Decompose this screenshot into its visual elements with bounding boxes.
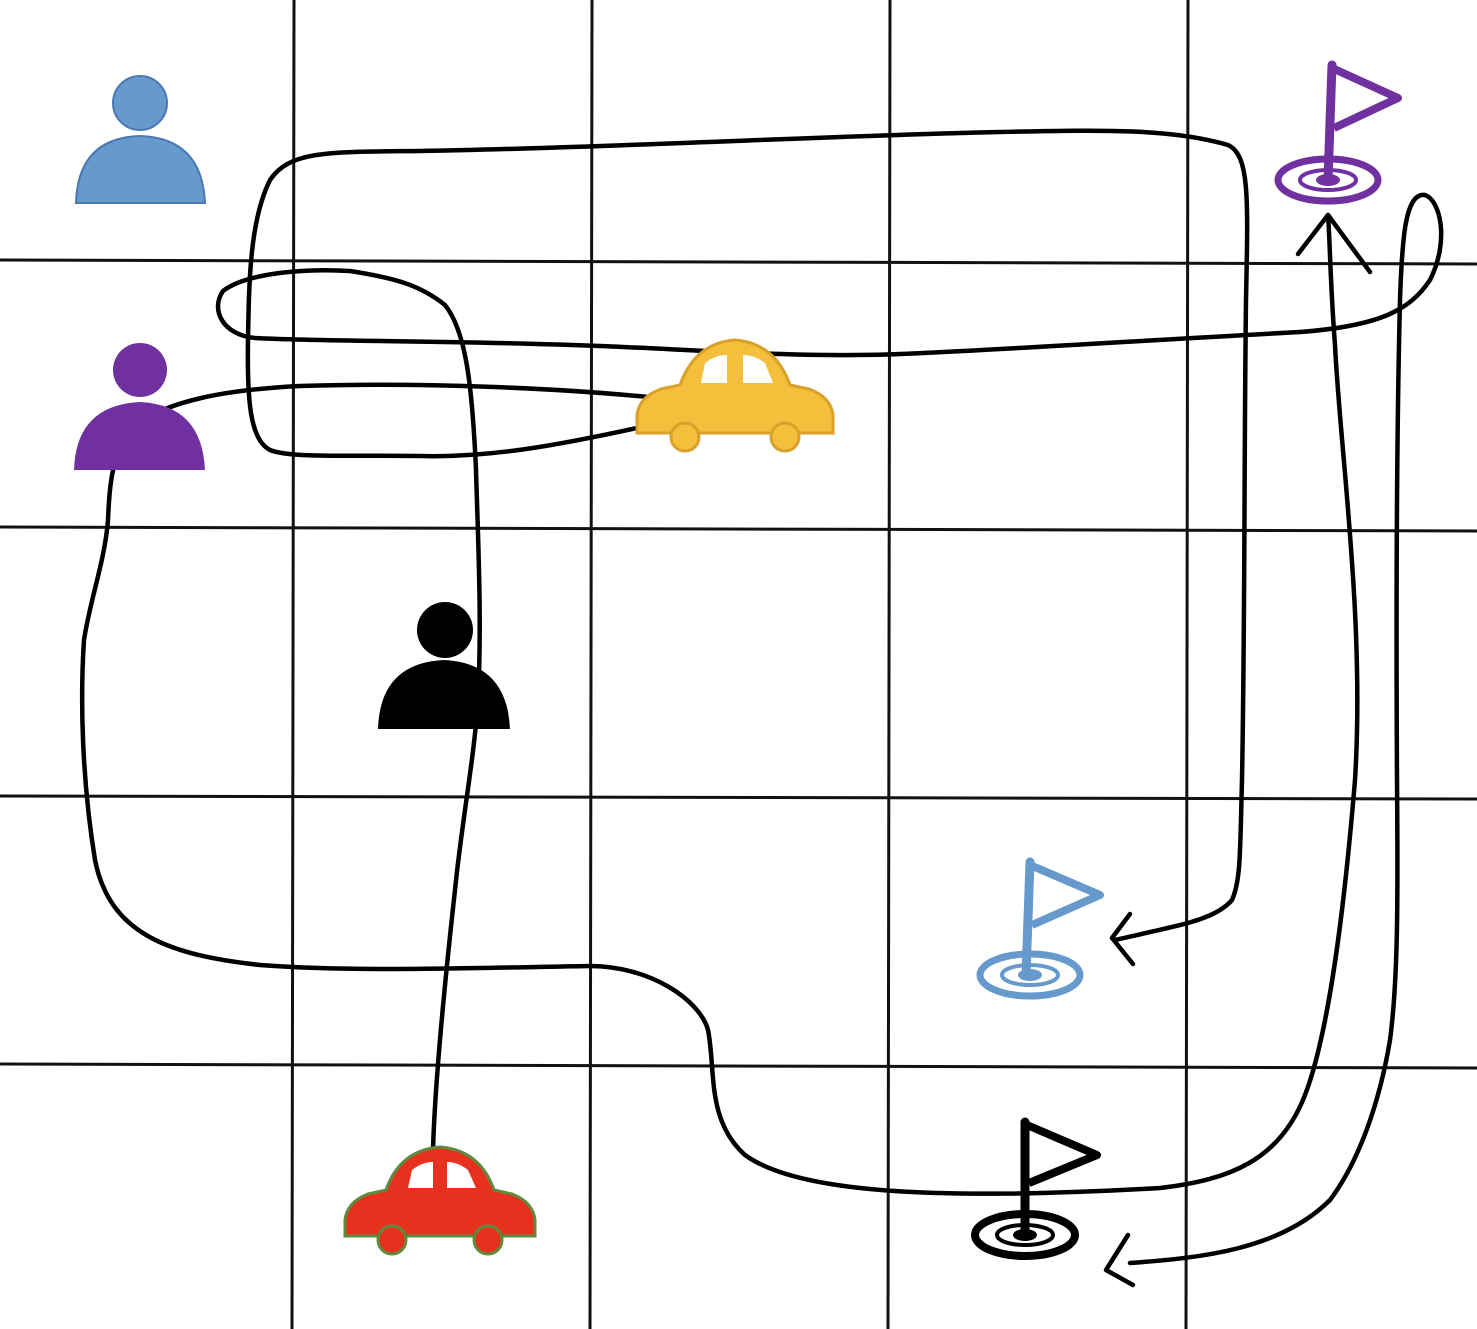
purple-flag-arrowhead [1295, 212, 1373, 275]
black-flag-icon[interactable] [971, 1117, 1101, 1260]
grid-line-h3 [0, 794, 1477, 801]
yellow-car-route-2[interactable] [245, 128, 1250, 943]
red-car-route[interactable] [215, 192, 1444, 1266]
grid-line-h4 [0, 1062, 1477, 1070]
blue-flag-arrowhead [1109, 911, 1136, 967]
grid-line-v4 [1184, 0, 1190, 1329]
black-person-icon[interactable] [378, 602, 510, 729]
red-car-icon[interactable] [343, 1145, 537, 1256]
grid-line-v1 [290, 0, 296, 1329]
black-flag-arrowhead [1103, 1232, 1136, 1288]
grid-line-h1 [0, 258, 1477, 266]
blue-flag-icon[interactable] [976, 857, 1104, 1000]
yellow-car-icon[interactable] [635, 338, 835, 453]
routes [79, 128, 1444, 1288]
purple-person-icon[interactable] [74, 343, 205, 470]
blue-person-icon[interactable] [74, 75, 207, 204]
grid-line-v3 [886, 0, 892, 1329]
grid-line-h2 [0, 525, 1477, 533]
purple-flag-icon[interactable] [1274, 60, 1402, 205]
grid-line-v2 [588, 0, 594, 1329]
